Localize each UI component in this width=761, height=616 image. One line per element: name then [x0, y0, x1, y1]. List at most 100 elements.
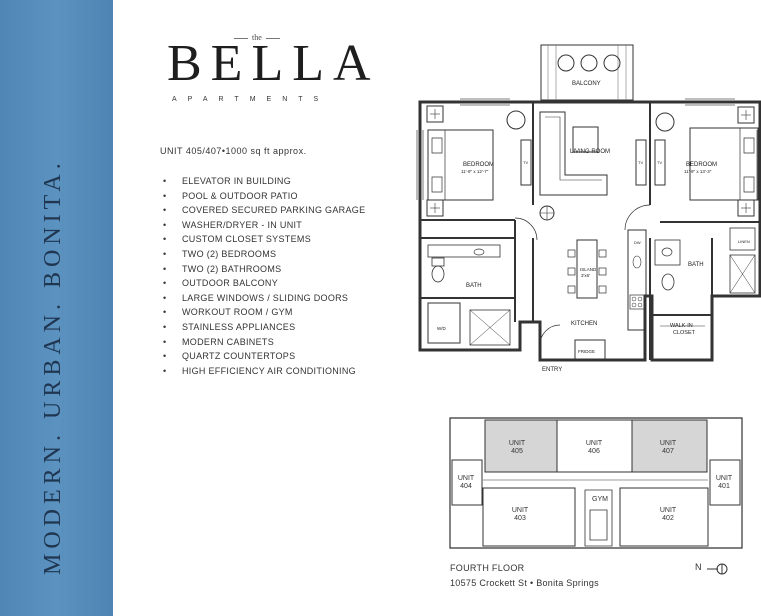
bullet: • — [163, 219, 167, 230]
label-bedroom-left: BEDROOM — [463, 162, 494, 168]
outer-wall — [418, 100, 761, 362]
unit-401-line1: UNIT — [716, 475, 733, 482]
blue-sidebar: MODERN. URBAN. BONITA. — [0, 0, 113, 616]
brand-subtitle: APARTMENTS — [172, 96, 330, 103]
door-swing — [624, 204, 651, 231]
unit-404-line2: 404 — [460, 483, 472, 490]
unit-403-line2: 403 — [514, 515, 526, 522]
unit-402-block — [619, 487, 709, 547]
label-fridge: FRIDGE — [578, 349, 595, 354]
feature-item: • WASHER/DRYER - IN UNIT — [163, 218, 365, 233]
bullet: • — [163, 205, 167, 216]
balcony-railing — [547, 45, 627, 100]
feature-text: TWO (2) BEDROOMS — [182, 248, 277, 259]
label-balcony: BALCONY — [572, 81, 601, 87]
unit-info: UNIT 405/407•1000 sq ft approx. — [160, 146, 307, 156]
address: 10575 Crockett St • Bonita Springs — [450, 578, 599, 588]
bullet: • — [163, 351, 167, 362]
feature-text: QUARTZ COUNTERTOPS — [182, 351, 296, 362]
bullet: • — [163, 292, 167, 303]
label-wd: W/D — [437, 326, 446, 331]
feature-item: • LARGE WINDOWS / SLIDING DOORS — [163, 291, 365, 306]
bullet: • — [163, 278, 167, 289]
unit-407-line1: UNIT — [660, 440, 677, 447]
nightstand — [737, 106, 755, 124]
vanity-left — [427, 244, 501, 258]
bullet: • — [163, 263, 167, 274]
bullet: • — [163, 234, 167, 245]
unit-403-line1: UNIT — [512, 507, 529, 514]
balcony-table — [580, 54, 598, 72]
label-dw: DW — [634, 240, 641, 245]
balcony-outline — [540, 44, 634, 101]
nightstand — [737, 199, 755, 217]
label-bedroom-right: BEDROOM — [686, 162, 717, 168]
feature-item: •CUSTOM CLOSET SYSTEMS — [163, 232, 365, 247]
feature-item: •MODERN CABINETS — [163, 335, 365, 350]
bullet: • — [163, 248, 167, 259]
bullet: • — [163, 190, 167, 201]
toilet-left — [431, 265, 445, 283]
bed-right — [689, 127, 759, 201]
kitchen-island — [576, 239, 598, 299]
coffee-table — [572, 126, 599, 153]
label-bath-right: BATH — [688, 262, 704, 268]
feature-text: STAINLESS APPLIANCES — [182, 321, 296, 332]
unit-402-line2: 402 — [662, 515, 674, 522]
feature-text: COVERED SECURED PARKING GARAGE — [182, 205, 366, 216]
bed-left — [427, 129, 494, 201]
feature-text: LARGE WINDOWS / SLIDING DOORS — [182, 292, 349, 303]
range — [629, 294, 645, 310]
brand-the: the — [230, 33, 284, 42]
feature-text: TWO (2) BATHROOMS — [182, 263, 282, 274]
unit-401-block — [709, 459, 741, 506]
feature-list: •ELEVATOR IN BUILDING •POOL & OUTDOOR PA… — [163, 174, 365, 378]
label-linen: LINEN — [738, 239, 750, 244]
feature-text: HIGH EFFICIENCY AIR CONDITIONING — [182, 365, 356, 376]
fridge — [574, 339, 606, 361]
label-tv-2: TV — [638, 160, 643, 165]
balcony-chair — [603, 54, 621, 72]
building-outline — [449, 417, 743, 549]
label-island: ISLAND — [580, 267, 597, 272]
feature-text: WASHER/DRYER - IN UNIT — [182, 219, 303, 230]
feature-text: ELEVATOR IN BUILDING — [182, 176, 292, 186]
unit-406-line1: UNIT — [586, 440, 603, 447]
label-bedroom-right-dim: 11'-9" x 13'-3" — [684, 169, 712, 174]
unit-407-line2: 407 — [662, 448, 674, 455]
feature-item: • HIGH EFFICIENCY AIR CONDITIONING — [163, 364, 365, 379]
feature-item: •WORKOUT ROOM / GYM — [163, 305, 365, 320]
feature-text: MODERN CABINETS — [182, 336, 275, 347]
feature-item: • COVERED SECURED PARKING GARAGE — [163, 203, 365, 218]
feature-item: • TWO (2) BATHROOMS — [163, 262, 365, 277]
bullet: • — [163, 321, 167, 332]
sofa — [539, 111, 608, 196]
linen-closet — [729, 227, 756, 251]
shower-left — [469, 309, 511, 346]
unit-407-block — [631, 419, 708, 473]
north-arrow-icon — [707, 563, 728, 575]
bullet: • — [163, 365, 167, 376]
windows — [416, 98, 758, 200]
chair-right-bedroom — [655, 112, 675, 132]
feature-item: •ELEVATOR IN BUILDING — [163, 174, 365, 189]
label-kitchen: KITCHEN — [571, 321, 597, 327]
tv-stand-right — [654, 139, 666, 186]
label-gym: GYM — [592, 496, 608, 503]
label-tv-1: TV — [523, 160, 528, 165]
label-bath-left: BATH — [466, 283, 482, 289]
unit-401-line2: 401 — [718, 483, 730, 490]
shower-right — [729, 254, 756, 294]
kitchen-sink — [632, 255, 642, 269]
door-swing — [514, 217, 538, 241]
unit-406-line2: 406 — [588, 448, 600, 455]
unit-404-line1: UNIT — [458, 475, 475, 482]
brand-name: BELLA — [167, 35, 380, 92]
bullet: • — [163, 307, 167, 318]
balcony-chair — [557, 54, 575, 72]
